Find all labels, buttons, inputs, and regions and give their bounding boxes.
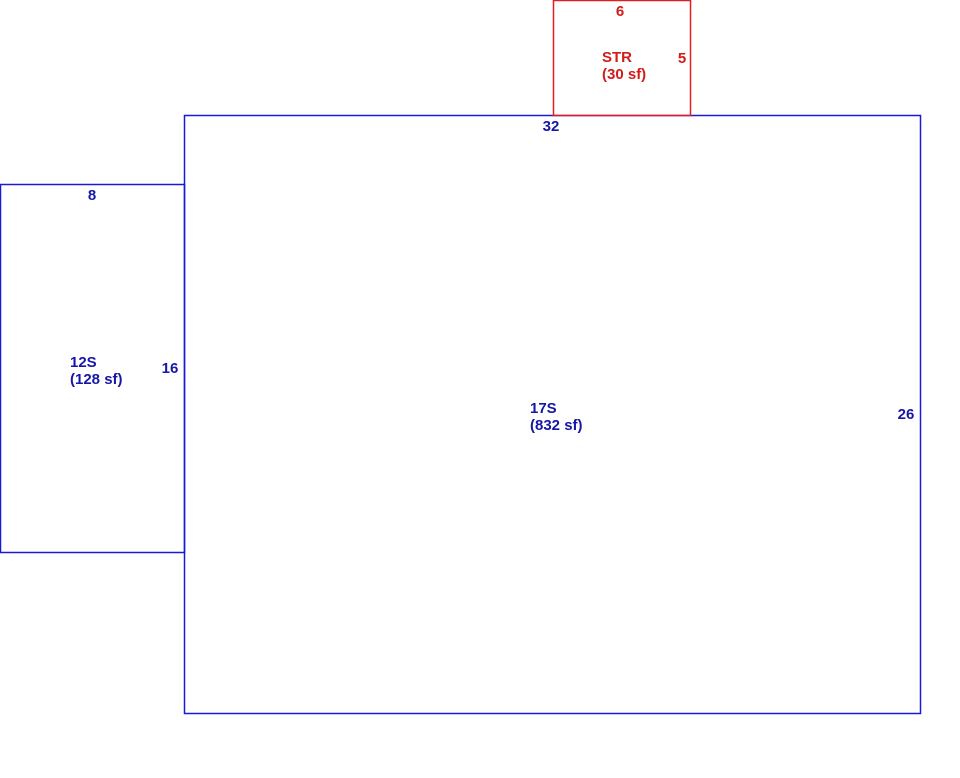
main-right-dimension: 26 — [898, 406, 915, 423]
main-area-size: (832 sf) — [530, 417, 583, 434]
addition-area-size: (128 sf) — [70, 371, 123, 388]
storage-area-size: (30 sf) — [602, 66, 646, 83]
main-top-dimension: 32 — [543, 118, 560, 135]
storage-area-code: STR — [602, 49, 632, 66]
main-area-code: 17S — [530, 400, 557, 417]
storage-area-outline — [552, 0, 692, 117]
addition-area-code: 12S — [70, 354, 97, 371]
addition-top-dimension: 8 — [88, 187, 96, 204]
storage-right-dimension: 5 — [678, 50, 686, 67]
addition-area-outline — [0, 183, 186, 554]
addition-right-dimension: 16 — [162, 360, 179, 377]
storage-top-dimension: 6 — [616, 3, 624, 20]
